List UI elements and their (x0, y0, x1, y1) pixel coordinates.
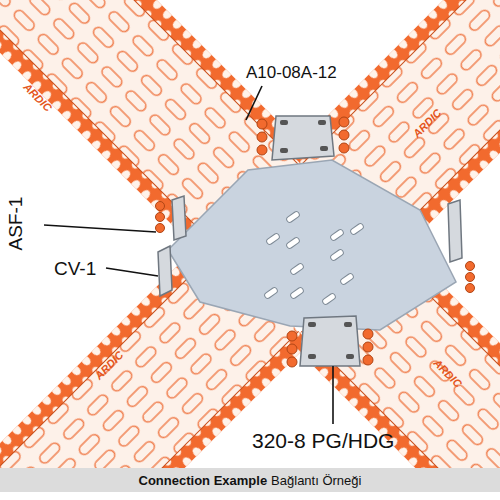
leader-line (44, 86, 333, 424)
part-number: CV-1 (54, 259, 96, 278)
side-connector (448, 200, 475, 293)
cross-plate (168, 160, 456, 330)
caption: Connection Example (139, 473, 268, 488)
part-number: 320-8 PG/HDG (252, 430, 394, 451)
side-connector (156, 196, 187, 296)
caption-bar: Connection ExampleBağlantı Örneği (0, 468, 500, 492)
splice-plate (287, 316, 373, 367)
splice-plate (257, 116, 349, 160)
part-number: ASF-1 (6, 197, 25, 251)
caption-translation: Bağlantı Örneği (271, 473, 361, 488)
part-number: A10-08A-12 (246, 64, 337, 81)
